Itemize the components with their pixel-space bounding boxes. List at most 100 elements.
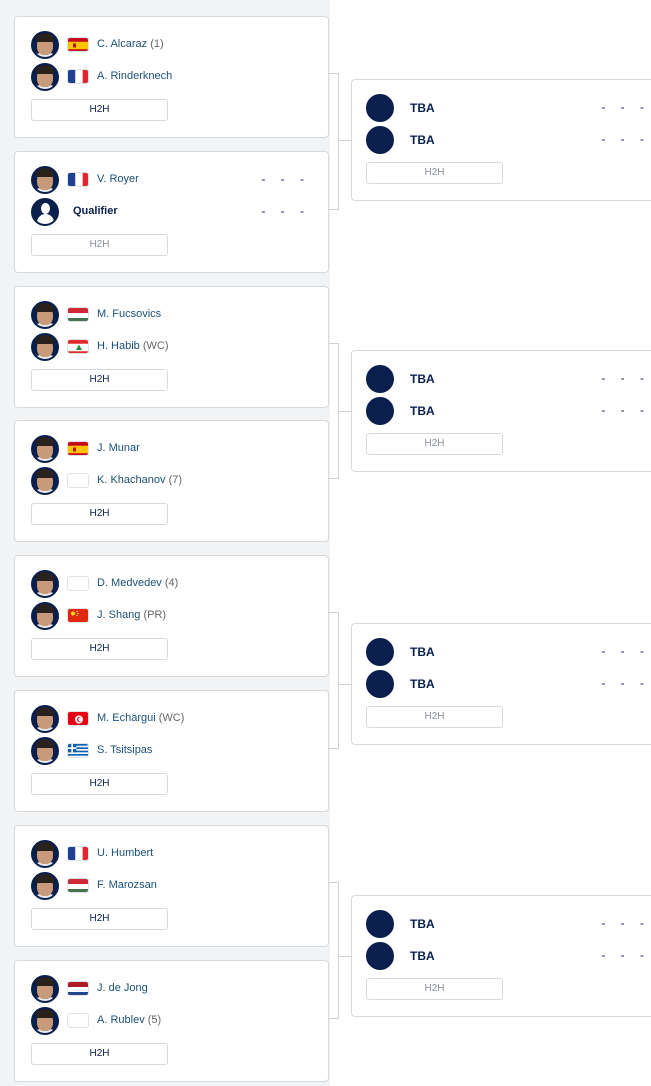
player-row: V. Royer - - -: [15, 166, 328, 196]
player-name-s-tsitsipas[interactable]: S. Tsitsipas: [97, 744, 152, 756]
hungary-flag-icon: [67, 307, 89, 322]
h2h-button[interactable]: H2H: [31, 638, 168, 660]
player-row: TBA- - -: [352, 365, 651, 395]
player-seed: (1): [150, 38, 164, 50]
player-name-m-fucsovics[interactable]: M. Fucsovics: [97, 308, 161, 320]
player-name-d-medvedev[interactable]: D. Medvedev (4): [97, 577, 178, 589]
player-name-tba: TBA: [410, 677, 435, 691]
spain-flag-icon: [67, 441, 89, 456]
match-card-r1[interactable]: M. Fucsovics H. Habib (WC) H2H: [14, 286, 329, 408]
h2h-button[interactable]: H2H: [366, 706, 503, 728]
hungary-flag-icon: [67, 878, 89, 893]
player-photo[interactable]: [31, 1007, 59, 1035]
player-name-tba: TBA: [410, 372, 435, 386]
player-name-j-shang[interactable]: J. Shang (PR): [97, 609, 166, 621]
player-name-u-humbert[interactable]: U. Humbert: [97, 847, 153, 859]
player-row: H. Habib (WC): [15, 333, 328, 363]
player-name-j-munar[interactable]: J. Munar: [97, 442, 140, 454]
h2h-button[interactable]: H2H: [31, 234, 168, 256]
france-flag-icon: [67, 172, 89, 187]
player-name-tba: TBA: [410, 404, 435, 418]
player-row: C. Alcaraz (1): [15, 31, 328, 61]
h2h-button[interactable]: H2H: [31, 1043, 168, 1065]
blank-flag-icon: [67, 473, 89, 488]
player-name-h-habib[interactable]: H. Habib (WC): [97, 340, 169, 352]
france-flag-icon: [67, 846, 89, 861]
player-name-c-alcaraz[interactable]: C. Alcaraz (1): [97, 38, 164, 50]
player-row: TBA- - -: [352, 670, 651, 700]
h2h-button[interactable]: H2H: [31, 99, 168, 121]
player-photo[interactable]: [31, 872, 59, 900]
player-placeholder-avatar: [366, 126, 394, 154]
player-seed: (5): [147, 1014, 162, 1026]
player-row: A. Rinderknech: [15, 63, 328, 93]
player-name-m-echargui[interactable]: M. Echargui (WC): [97, 712, 184, 724]
h2h-button[interactable]: H2H: [366, 162, 503, 184]
match-card-r1[interactable]: V. Royer - - - Qualifier - - - H2H: [14, 151, 329, 273]
bracket-connector: [339, 411, 351, 412]
score-placeholder: - - -: [601, 403, 650, 417]
player-name-text: J. Shang: [97, 609, 141, 621]
player-placeholder-avatar: [366, 94, 394, 122]
player-name-text: A. Rinderknech: [97, 70, 173, 82]
match-card-r2[interactable]: TBA- - -TBA- - -H2H: [351, 350, 651, 472]
player-row: TBA- - -: [352, 910, 651, 940]
score-placeholder: - - -: [261, 172, 310, 186]
lebanon-flag-icon: [67, 339, 89, 354]
bracket-connector: [339, 140, 351, 141]
bracket-connector: [329, 612, 339, 749]
player-name-a-rublev[interactable]: A. Rublev (5): [97, 1014, 161, 1026]
player-photo[interactable]: [31, 705, 59, 733]
player-name-text: J. Munar: [97, 442, 140, 454]
player-name-text: D. Medvedev: [97, 577, 162, 589]
h2h-button[interactable]: H2H: [366, 978, 503, 1000]
player-name-qualifier: Qualifier: [73, 205, 118, 217]
bracket-connector: [339, 684, 351, 685]
player-photo[interactable]: [31, 166, 59, 194]
player-photo[interactable]: [31, 602, 59, 630]
score-placeholder: - - -: [601, 916, 650, 930]
player-name-text: S. Tsitsipas: [97, 744, 153, 756]
h2h-button[interactable]: H2H: [31, 773, 168, 795]
match-card-r2[interactable]: TBA- - -TBA- - -H2H: [351, 895, 651, 1017]
player-seed: (WC): [158, 712, 185, 724]
player-row: M. Echargui (WC): [15, 705, 328, 735]
player-photo[interactable]: [31, 737, 59, 765]
player-name-j-de-jong[interactable]: J. de Jong: [97, 982, 148, 994]
h2h-button[interactable]: H2H: [366, 433, 503, 455]
china-flag-icon: [67, 608, 89, 623]
player-photo[interactable]: [31, 31, 59, 59]
player-name-a-rinderknech[interactable]: A. Rinderknech: [97, 70, 172, 82]
match-card-r1[interactable]: D. Medvedev (4) J. Shang (PR) H2H: [14, 555, 329, 677]
player-photo[interactable]: [31, 435, 59, 463]
player-photo[interactable]: [31, 570, 59, 598]
player-photo[interactable]: [31, 63, 59, 91]
player-photo[interactable]: [31, 840, 59, 868]
player-seed: (WC): [142, 340, 169, 352]
player-name-tba: TBA: [410, 133, 435, 147]
player-name-text: Qualifier: [73, 205, 118, 217]
player-row: TBA - - -: [352, 397, 651, 427]
player-name-k-khachanov[interactable]: K. Khachanov (7): [97, 474, 182, 486]
player-row: TBA- - -: [352, 94, 651, 124]
match-card-r1[interactable]: J. de Jong A. Rublev (5) H2H: [14, 960, 329, 1082]
tunisia-flag-icon: [67, 711, 89, 726]
match-card-r1[interactable]: J. Munar K. Khachanov (7) H2H: [14, 420, 329, 542]
player-photo[interactable]: [31, 467, 59, 495]
h2h-button[interactable]: H2H: [31, 908, 168, 930]
player-seed: (4): [164, 577, 179, 589]
player-photo[interactable]: [31, 333, 59, 361]
bracket-connector: [329, 343, 339, 479]
match-card-r2[interactable]: TBA- - -TBA- - -H2H: [351, 79, 651, 201]
h2h-button[interactable]: H2H: [31, 369, 168, 391]
match-card-r2[interactable]: TBA- - -TBA- - -H2H: [351, 623, 651, 745]
h2h-button[interactable]: H2H: [31, 503, 168, 525]
player-name-v-royer[interactable]: V. Royer: [97, 173, 139, 185]
player-photo[interactable]: [31, 975, 59, 1003]
player-name-f-marozsan[interactable]: F. Marozsan: [97, 879, 157, 891]
player-photo[interactable]: [31, 301, 59, 329]
player-name-text: K. Khachanov: [97, 474, 166, 486]
